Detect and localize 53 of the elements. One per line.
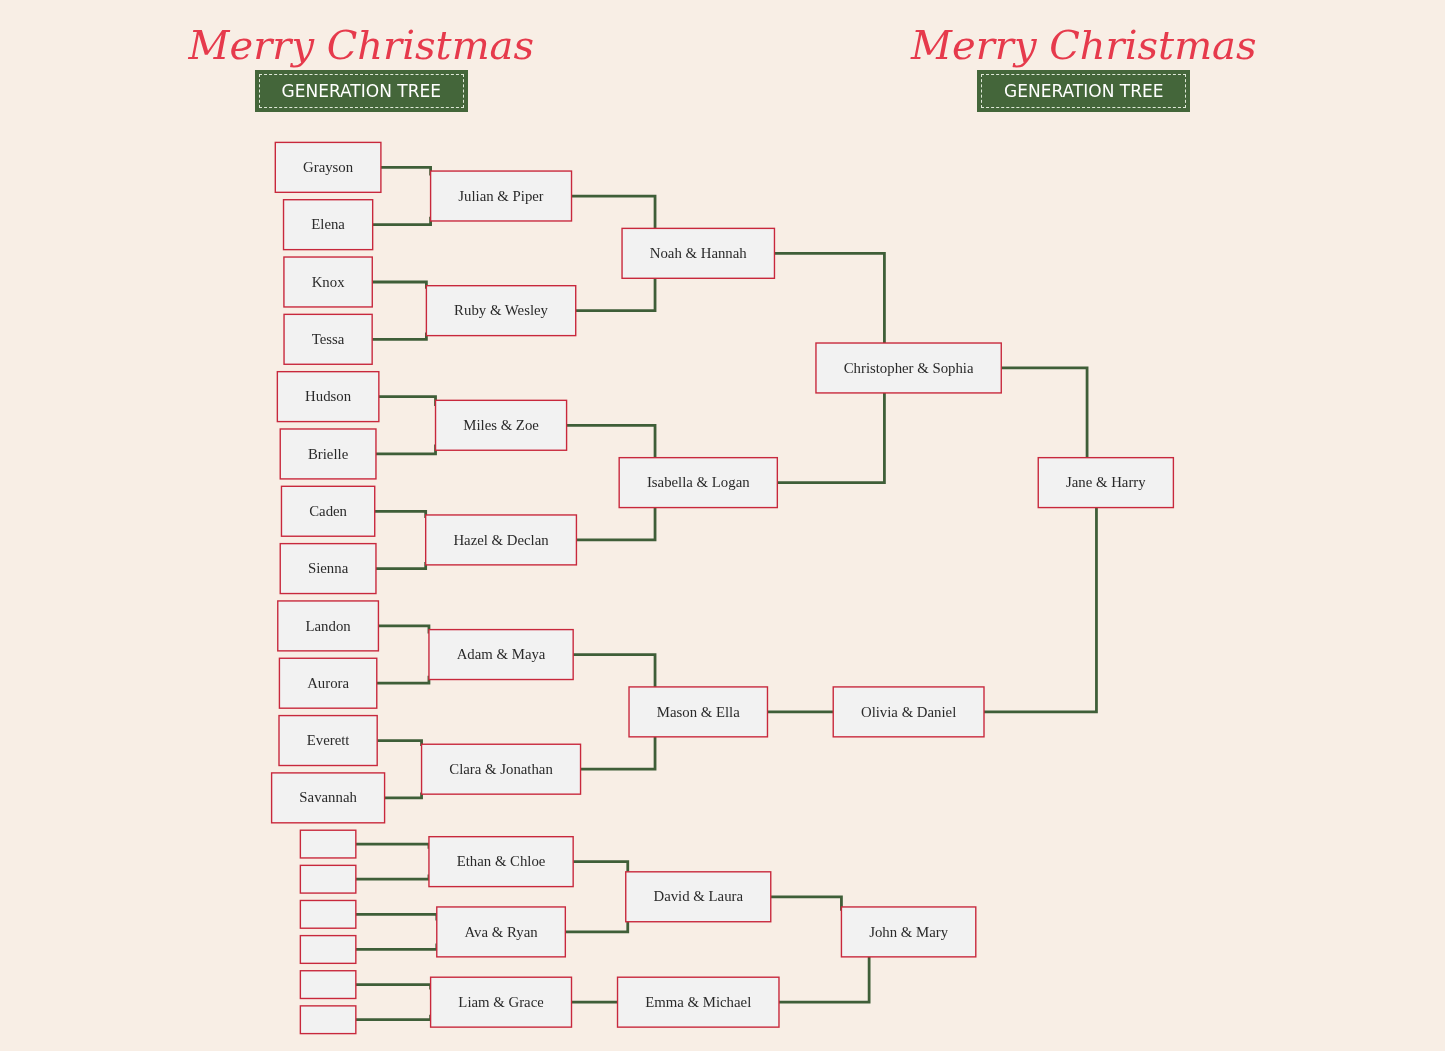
node-box (299, 829, 357, 859)
node-box: Everett (278, 714, 378, 767)
node-box: Savannah (270, 772, 386, 824)
node-box: Sienna (279, 542, 377, 595)
node-box: Brielle (279, 428, 377, 480)
connector (573, 860, 630, 872)
connector (575, 278, 657, 313)
node-box: Noah & Hannah (621, 227, 776, 279)
connector (573, 653, 657, 687)
node-box: Landon (277, 600, 380, 652)
greeting-heading: Merry Christmas (188, 22, 534, 68)
connector (580, 736, 657, 771)
node-box: Ethan & Chloe (428, 836, 574, 888)
node-box: Miles & Zoe (434, 399, 568, 451)
node-box: John & Mary (840, 906, 977, 958)
node-box: Jane & Harry (1037, 456, 1175, 509)
connector (774, 251, 886, 343)
node-box (299, 934, 357, 965)
node-box: Ruby & Wesley (425, 285, 577, 337)
connector (777, 392, 886, 484)
connector (1001, 366, 1089, 458)
node-box: Mason & Ella (628, 686, 769, 738)
node-box: Aurora (278, 657, 378, 709)
node-box (299, 864, 357, 894)
node-box: Ava & Ryan (436, 906, 567, 958)
node-box: Liam & Grace (429, 976, 573, 1028)
node-box: Olivia & Daniel (832, 686, 985, 738)
node-box: Hazel & Declan (425, 514, 578, 566)
connector (566, 423, 657, 458)
node-box: Adam & Maya (428, 628, 574, 681)
node-box: Tessa (283, 313, 373, 365)
node-box (299, 970, 357, 1000)
node-box: Knox (283, 256, 373, 308)
node-box: Julian & Piper (429, 170, 573, 222)
connector (565, 921, 630, 934)
connector (779, 956, 871, 1004)
greeting-heading: Merry Christmas (911, 22, 1257, 68)
connector (984, 507, 1098, 714)
node-box: Emma & Michael (616, 976, 780, 1028)
connector (384, 792, 423, 800)
node-box: Elena (282, 199, 374, 251)
node-box (299, 899, 357, 929)
connector (576, 507, 657, 542)
node-box: Caden (280, 485, 376, 537)
node-box: Isabella & Logan (618, 456, 779, 509)
node-box (299, 1005, 357, 1035)
connector (377, 739, 423, 746)
connector (571, 194, 657, 229)
node-box: Hudson (276, 370, 380, 423)
node-box: Grayson (274, 141, 382, 193)
node-box: David & Laura (625, 871, 772, 923)
node-box: Clara & Jonathan (420, 743, 582, 795)
node-box: Christopher & Sophia (815, 342, 1002, 394)
